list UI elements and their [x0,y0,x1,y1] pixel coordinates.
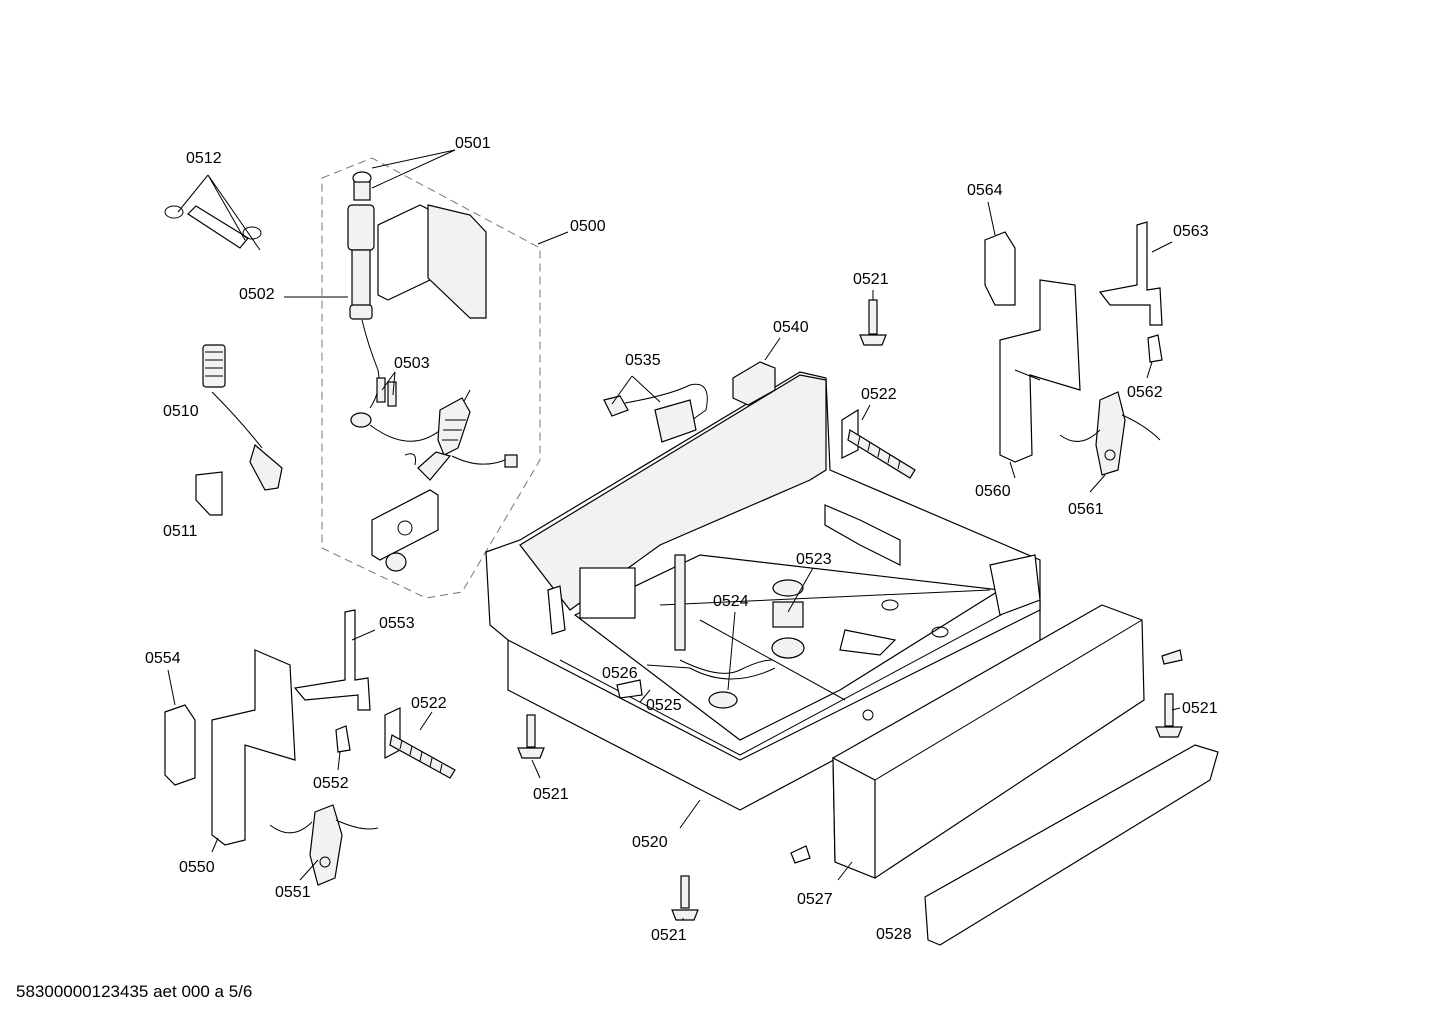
pump-assembly-0502 [347,171,487,409]
document-footer: 58300000123435 aet 000 a 5/6 [16,982,253,1001]
label-0563: 0563 [1173,223,1209,240]
label-0553: 0553 [379,615,415,632]
spring-hose-0510 [202,344,283,491]
connector-0540 [732,361,776,406]
wiring-0524-0526 [679,659,776,680]
label-0562: 0562 [1127,384,1163,401]
bracket-0553 [293,609,371,711]
label-0522-left: 0522 [411,695,447,712]
label-0552: 0552 [313,775,349,792]
label-0535: 0535 [625,352,661,369]
clip-0552 [335,725,351,753]
screw-0521-top [859,299,887,346]
label-0503: 0503 [394,355,430,372]
label-0551: 0551 [275,884,311,901]
label-0521-mid: 0521 [533,786,569,803]
screw-0521-right [1155,649,1183,738]
sensor-0503 [350,377,518,481]
label-0501: 0501 [455,135,491,152]
bracket-0560 [999,279,1081,463]
label-0521-right: 0521 [1182,700,1218,717]
assembly-outline-0500 [321,157,541,599]
label-0520: 0520 [632,834,668,851]
label-0561: 0561 [1068,501,1104,518]
spring-0522-right [841,408,916,479]
hose-0512 [164,205,262,249]
clip-0511 [195,471,223,516]
label-0527: 0527 [797,891,833,908]
label-0512: 0512 [186,150,222,167]
holder-0500 [371,489,439,572]
cable-0535 [603,383,708,443]
label-0525: 0525 [646,697,682,714]
label-0522-right: 0522 [861,386,897,403]
base-tub-0520 [485,371,1041,811]
bracket-0554 [164,704,196,786]
switch-0551 [269,804,379,886]
screw-0521-mid [517,714,545,759]
leader-lines [167,149,1181,920]
kickplate-0527 [790,604,1145,879]
label-0502: 0502 [239,286,275,303]
label-0550: 0550 [179,859,215,876]
label-0560: 0560 [975,483,1011,500]
label-0511: 0511 [163,523,198,540]
label-0523: 0523 [796,551,832,568]
label-0521-bottom: 0521 [651,927,687,944]
label-0521-top: 0521 [853,271,889,288]
label-0540: 0540 [773,319,809,336]
spring-0522-left [384,707,456,779]
screw-0521-bottom [671,875,699,921]
label-0510: 0510 [163,403,199,420]
kickplate-trim-0528 [924,744,1219,946]
bracket-0563 [1098,221,1163,326]
switch-0561 [1059,391,1161,476]
label-0564: 0564 [967,182,1003,199]
label-0526: 0526 [602,665,638,682]
label-0524: 0524 [713,593,749,610]
label-0528: 0528 [876,926,912,943]
label-0554: 0554 [145,650,181,667]
label-0500: 0500 [570,218,606,235]
bracket-0550 [211,649,296,846]
clip-0562 [1147,334,1163,363]
bracket-0564 [984,231,1016,306]
